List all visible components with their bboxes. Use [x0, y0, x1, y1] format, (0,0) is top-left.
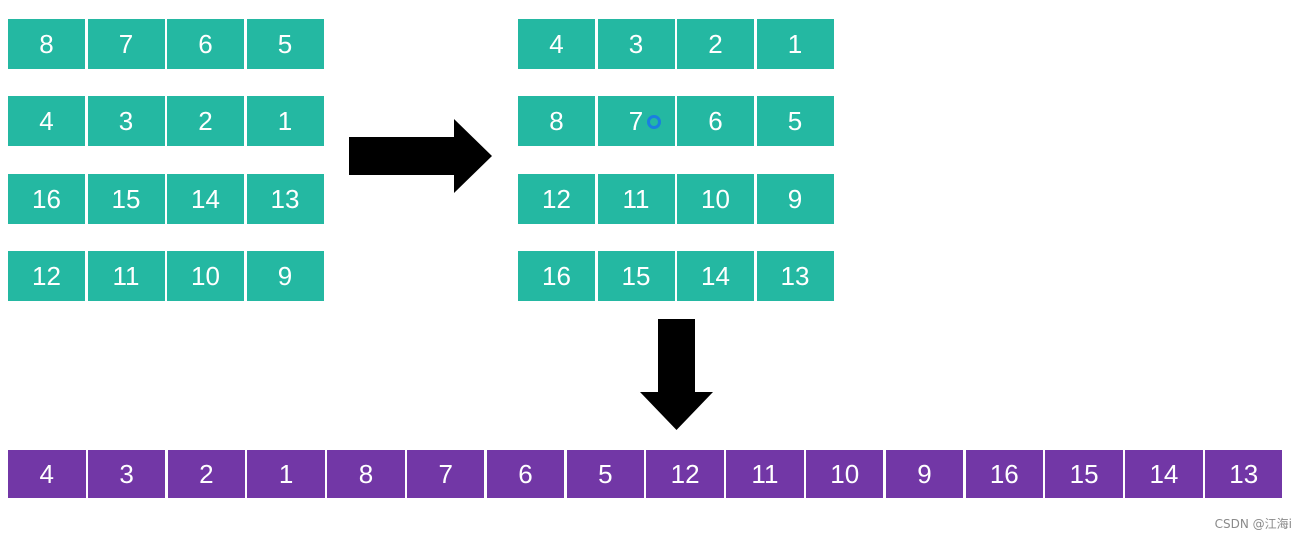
left-grid-cell: 4 — [8, 96, 85, 146]
cursor-indicator-icon — [647, 115, 661, 129]
watermark: CSDN @江海i — [1214, 517, 1292, 531]
strip-cell: 1 — [247, 450, 325, 498]
strip-cell: 13 — [1204, 450, 1283, 498]
down-arrow-icon — [640, 319, 713, 430]
left-grid-row: 4 3 2 1 — [8, 96, 324, 146]
right-grid-cell: 1 — [756, 19, 834, 69]
strip-cell: 11 — [726, 450, 804, 498]
left-grid-cell: 8 — [8, 19, 85, 69]
strip-cell: 3 — [87, 450, 166, 498]
strip-cell: 5 — [566, 450, 645, 498]
right-grid-cell: 12 — [518, 174, 595, 224]
strip-cell: 15 — [1045, 450, 1123, 498]
right-grid-row: 8 7 6 5 — [518, 96, 834, 146]
right-grid-cell: 8 — [518, 96, 595, 146]
right-grid-cell: 14 — [677, 251, 754, 301]
right-grid-cell: 2 — [677, 19, 754, 69]
right-grid-cell: 13 — [756, 251, 834, 301]
left-grid-cell: 13 — [246, 174, 324, 224]
right-grid-cell: 5 — [756, 96, 834, 146]
left-grid-cell: 9 — [246, 251, 324, 301]
right-grid-cell: 7 — [597, 96, 675, 146]
strip-cell: 9 — [885, 450, 964, 498]
right-grid-cell: 15 — [597, 251, 675, 301]
strip-cell: 10 — [805, 450, 884, 498]
left-grid-cell: 10 — [167, 251, 244, 301]
right-grid-cell: 4 — [518, 19, 595, 69]
left-grid-cell: 15 — [87, 174, 165, 224]
right-grid-row: 12 11 10 9 — [518, 174, 834, 224]
right-grid-cell: 6 — [677, 96, 754, 146]
right-grid-cell: 16 — [518, 251, 595, 301]
right-grid-cell: 9 — [756, 174, 834, 224]
strip-cell: 12 — [646, 450, 724, 498]
left-grid-row: 8 7 6 5 — [8, 19, 324, 69]
right-grid-cell: 10 — [677, 174, 754, 224]
left-grid-row: 12 11 10 9 — [8, 251, 324, 301]
left-grid-cell: 7 — [87, 19, 165, 69]
strip-cell: 6 — [486, 450, 565, 498]
strip-cell: 2 — [167, 450, 246, 498]
flattened-strip: 4 3 2 1 8 7 6 5 12 11 10 9 16 15 14 13 — [8, 450, 1283, 498]
right-grid-row: 4 3 2 1 — [518, 19, 834, 69]
left-grid-cell: 3 — [87, 96, 165, 146]
strip-cell: 16 — [965, 450, 1044, 498]
left-grid-row: 16 15 14 13 — [8, 174, 324, 224]
left-grid-cell: 14 — [167, 174, 244, 224]
right-arrow-icon — [349, 119, 492, 193]
left-grid-cell: 12 — [8, 251, 85, 301]
strip-cell: 7 — [406, 450, 485, 498]
strip-cell: 8 — [327, 450, 405, 498]
right-grid-row: 16 15 14 13 — [518, 251, 834, 301]
right-grid-cell: 11 — [597, 174, 675, 224]
strip-cell: 14 — [1125, 450, 1203, 498]
left-grid-cell: 16 — [8, 174, 85, 224]
right-grid-cell: 3 — [597, 19, 675, 69]
strip-cell: 4 — [8, 450, 86, 498]
left-grid-cell: 6 — [167, 19, 244, 69]
left-grid-cell: 1 — [246, 96, 324, 146]
left-grid-cell: 2 — [167, 96, 244, 146]
left-grid-cell: 11 — [87, 251, 165, 301]
left-grid-cell: 5 — [246, 19, 324, 69]
